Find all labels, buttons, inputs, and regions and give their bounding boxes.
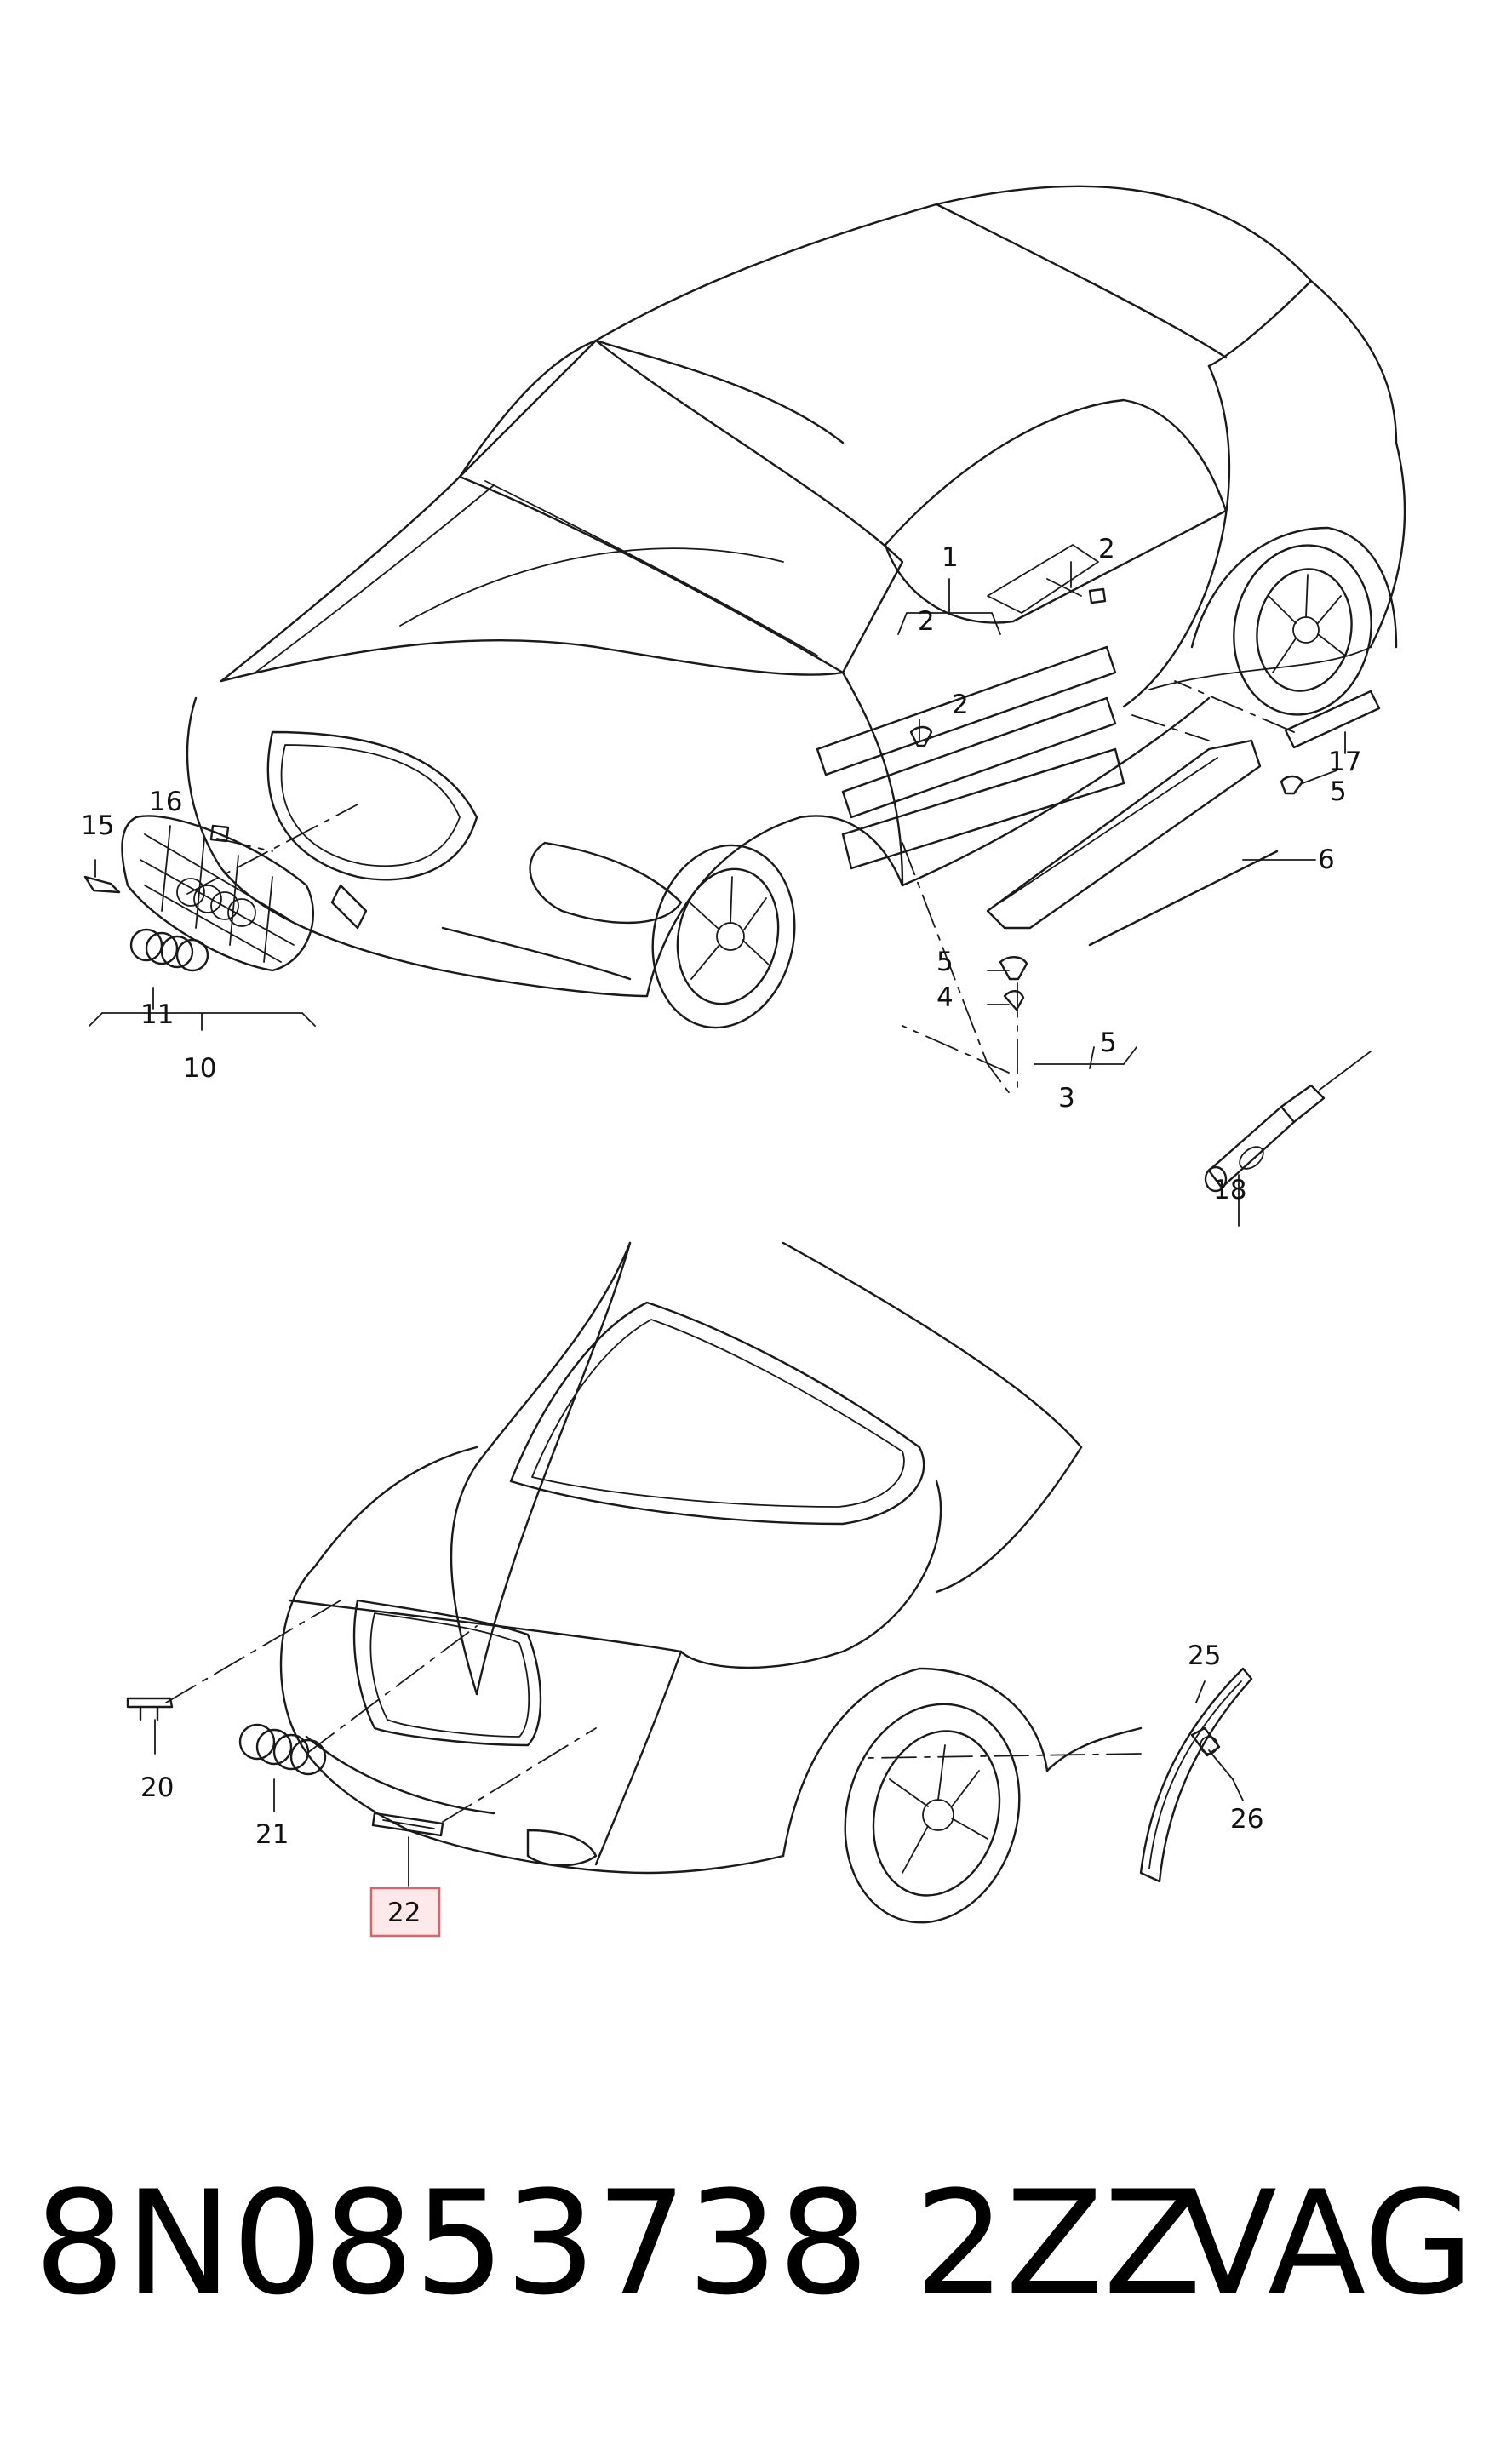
callout-6: 6 bbox=[1318, 845, 1335, 875]
brand-name: VAG bbox=[1179, 2160, 1475, 2327]
front-car-drawing bbox=[83, 185, 1406, 1193]
callout-22: 22 bbox=[387, 1898, 421, 1928]
callout-11: 11 bbox=[140, 999, 174, 1030]
rear-car-drawing bbox=[126, 1241, 1253, 1924]
callout-5a: 5 bbox=[1330, 776, 1347, 807]
front-callout-leaders bbox=[89, 561, 1346, 1227]
callout-1: 1 bbox=[942, 542, 959, 573]
callout-2b: 2 bbox=[918, 606, 935, 637]
callout-labels: 1 2 2 2 5 6 17 5 4 5 3 18 15 16 11 10 20… bbox=[81, 534, 1361, 1928]
callout-5c: 5 bbox=[1100, 1028, 1117, 1058]
callout-4: 4 bbox=[936, 982, 954, 1013]
callout-16: 16 bbox=[149, 787, 182, 817]
callout-20: 20 bbox=[140, 1772, 174, 1803]
callout-18: 18 bbox=[1213, 1175, 1246, 1205]
callout-22-highlight bbox=[369, 1887, 441, 1938]
callout-21: 21 bbox=[255, 1819, 289, 1850]
callout-25: 25 bbox=[1188, 1640, 1221, 1671]
callout-10: 10 bbox=[183, 1053, 216, 1084]
callout-17: 17 bbox=[1328, 747, 1361, 777]
callout-5b: 5 bbox=[936, 947, 954, 977]
callout-26: 26 bbox=[1230, 1804, 1263, 1835]
callout-2a: 2 bbox=[1098, 534, 1115, 564]
part-number: 8N0853738 2ZZ bbox=[34, 2160, 1202, 2327]
rear-callout-leaders bbox=[154, 1680, 1244, 1887]
callout-3: 3 bbox=[1058, 1083, 1075, 1114]
callout-2c: 2 bbox=[952, 690, 969, 720]
callout-15: 15 bbox=[81, 810, 114, 841]
